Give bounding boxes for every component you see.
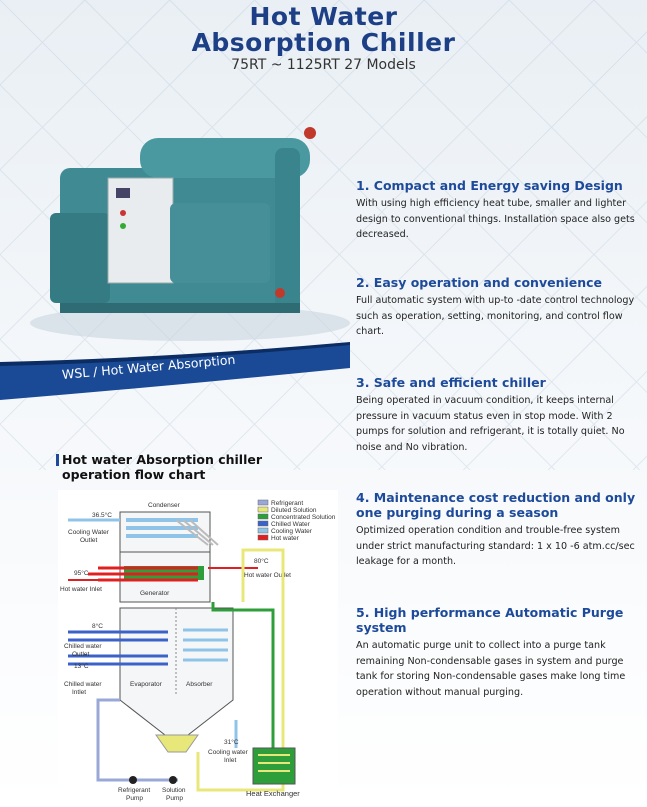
cooling-water-temp-top: 36.5°C [92,511,112,519]
feature-text: Being operated in vacuum condition, it k… [356,395,625,453]
legend-label-0: Refrigerant [271,500,303,507]
legend-swatch-3 [257,520,269,527]
solution-pump-line2: Pump [166,795,183,802]
feature-2: 2. Easy operation and convenience Full a… [356,275,636,340]
flowchart-title-line2: operation flow chart [62,467,206,482]
hot-water-temp-in: 95°C [74,569,89,577]
heat-exchanger-label: Heat Exchanger [246,789,300,798]
diluted-solution-pipe [196,548,285,792]
solution-pump-icon [169,776,177,784]
chiller-machine-image [30,127,350,341]
chilled-water-temp-in: 13°C [74,662,89,670]
feature-1: 1. Compact and Energy saving Design With… [356,178,636,243]
evaporator-label: Evaporator [130,681,163,688]
condenser-fins [175,519,219,546]
legend-swatch-1 [257,506,269,513]
condenser-label: Condenser [148,502,181,509]
flowchart-title-line1: Hot water Absorption chiller [62,452,262,467]
feature-title: 2. Easy operation and convenience [356,275,603,290]
cooling-water-outlet-line2: Outlet [80,537,98,544]
refrigerant-pipe [96,698,178,782]
feature-title: 3. Safe and efficient chiller [356,375,546,390]
legend-label-5: Hot water [271,535,300,542]
legend: Refrigerant Diluted Solution Concentrate… [257,499,336,542]
legend-swatch-2 [257,513,269,520]
hot-water-inlet-label: Hot water Inlet [60,586,102,593]
refrigerant-pump-icon [129,776,137,784]
cooling-water-inlet-line1: Cooling water [208,749,249,756]
chilled-water-outlet-line1: Chilled water [64,643,102,650]
feature-text: Optimized operation condition and troubl… [356,525,635,567]
legend-swatch-4 [257,527,269,534]
feature-3: 3. Safe and efficient chiller Being oper… [356,375,636,455]
page-subtitle: 75RT ~ 1125RT 27 Models [231,57,416,73]
evaporator-absorber-vessel [119,607,234,736]
page-title-line2: Absorption Chiller [191,28,456,57]
cooling-water-outlet-line1: Cooling Water [68,529,110,536]
evaporator-coil [68,630,168,666]
absorber-label: Absorber [186,681,213,688]
feature-text: Full automatic system with up-to -date c… [356,295,635,337]
chilled-water-outlet-line2: Outlet [72,651,90,658]
absorber-coil [183,628,228,662]
legend-swatch-5 [257,534,269,541]
heading-bar [56,454,59,466]
feature-text: With using high efficiency heat tube, sm… [356,198,635,240]
refrigerant-pump-line1: Refrigerant [118,787,150,794]
feature-title: 1. Compact and Energy saving Design [356,178,623,193]
refrigerant-pump-line2: Pump [126,795,143,802]
flowchart-heading: Hot water Absorption chiller operation f… [56,452,322,482]
feature-4: 4. Maintenance cost reduction and only o… [356,490,636,570]
legend-label-3: Chilled Water [271,521,311,528]
sump [155,734,199,753]
cooling-water-temp-in: 31°C [224,738,239,746]
chilled-water-temp-out: 8°C [92,622,103,630]
legend-label-1: Diluted Solution [271,507,317,514]
feature-title: 4. Maintenance cost reduction and only o… [356,490,636,520]
concentrated-solution-pipe [211,602,275,760]
page-title-line1: Hot Water [249,2,398,31]
hot-water-outlet-label: Hot water Outlet [244,572,291,579]
legend-swatch-0 [257,499,269,506]
product-ribbon [0,342,350,400]
cooling-water-inlet-line2: Inlet [224,757,236,764]
feature-title: 5. High performance Automatic Purge syst… [356,605,624,635]
solution-pump-line1: Solution [162,787,186,794]
legend-label-2: Concentrated Solution [271,514,336,521]
generator-label: Generator [140,590,170,597]
heat-exchanger-coil [258,754,290,772]
hot-water-temp-out: 80°C [254,557,269,565]
feature-text: An automatic purge unit to collect into … [356,640,626,698]
feature-5: 5. High performance Automatic Purge syst… [356,605,636,700]
legend-label-4: Cooling Water [271,528,313,535]
heat-exchanger-box [252,747,296,785]
chilled-water-inlet-line2: Intlet [72,689,86,696]
chilled-water-inlet-line1: Chilled water [64,681,102,688]
flowchart-diagram: Refrigerant Diluted Solution Concentrate… [58,490,338,802]
